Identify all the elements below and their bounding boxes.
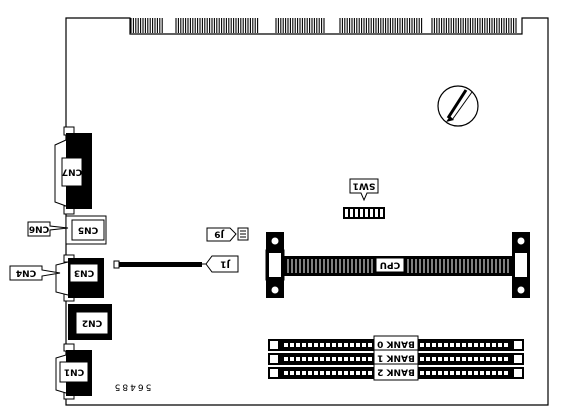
label-bank2: BANK 2 xyxy=(377,367,415,377)
callout-j9: J9 xyxy=(206,227,237,242)
label-j1: J1 xyxy=(220,259,231,269)
label-cn1: CN1 xyxy=(64,367,84,377)
board-outline xyxy=(65,17,549,406)
connector-cn2: CN2 xyxy=(68,304,112,340)
connector-cn7: CN7 xyxy=(54,126,92,215)
jumper-j9 xyxy=(237,227,249,241)
label-cpu: CPU xyxy=(380,260,401,270)
battery xyxy=(437,85,479,127)
memory-bank-2: BANK 2 xyxy=(268,363,524,381)
connector-cn1: CN1 xyxy=(55,343,92,400)
board-code: 56485 xyxy=(113,382,152,392)
header-j1 xyxy=(113,260,212,269)
dip-switch-sw1 xyxy=(343,207,385,219)
callout-sw1: SW1 xyxy=(349,178,379,202)
memory-bank-0: BANK 0 xyxy=(268,335,524,353)
label-cn6: CN6 xyxy=(29,224,49,234)
label-cn7: CN7 xyxy=(62,167,82,177)
callout-j1: J1 xyxy=(205,255,239,273)
label-sw1: SW1 xyxy=(353,181,376,191)
connector-cn5: CN5 xyxy=(65,215,107,245)
callout-cn6: CN6 xyxy=(27,221,69,237)
edge-connector-fingers xyxy=(130,18,517,33)
label-cn2: CN2 xyxy=(82,318,102,328)
memory-bank-1: BANK 1 xyxy=(268,349,524,367)
label-bank1: BANK 1 xyxy=(377,353,415,363)
label-cn4: CN4 xyxy=(16,268,36,278)
label-j9: J9 xyxy=(214,229,225,239)
label-cn3: CN3 xyxy=(74,268,94,278)
callout-cn4: CN4 xyxy=(9,265,61,281)
cpu-slot: CPU xyxy=(265,232,530,298)
connector-cn3: CN3 xyxy=(55,254,104,302)
label-cn5: CN5 xyxy=(78,225,98,235)
label-bank0: BANK 0 xyxy=(377,339,415,349)
